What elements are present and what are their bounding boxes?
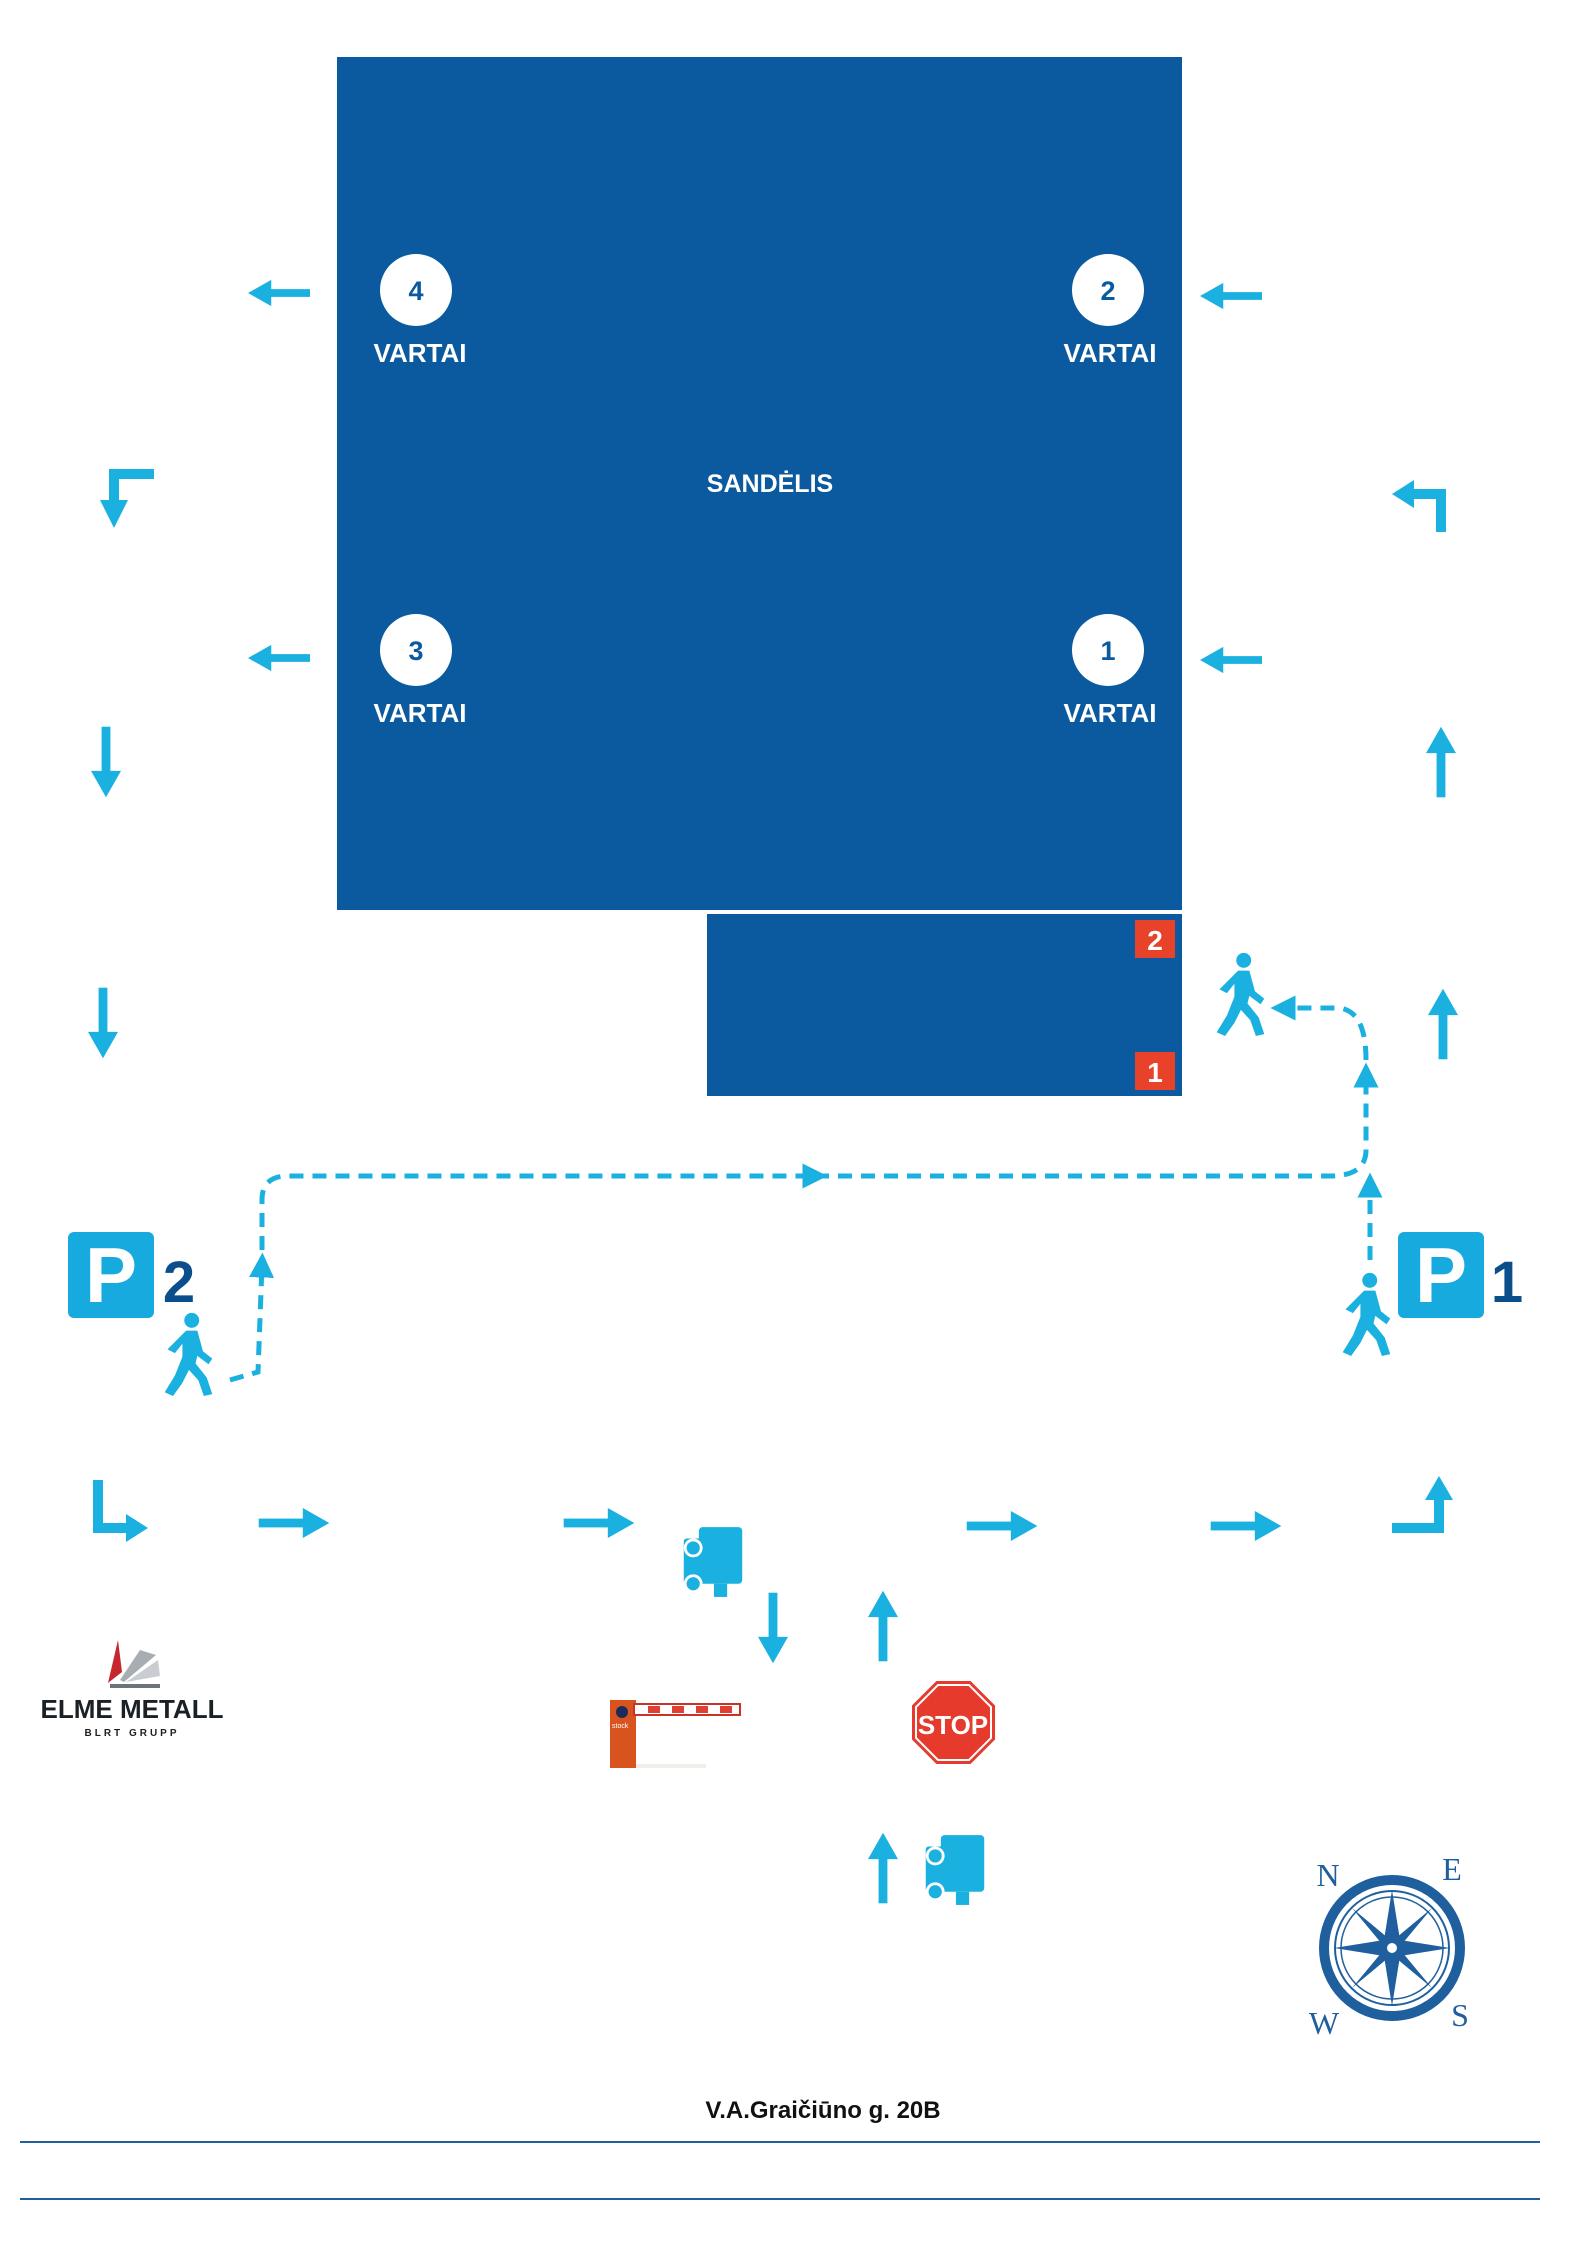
arrow-up-icon — [868, 1832, 898, 1904]
annex-marker-number: 1 — [1147, 1057, 1163, 1088]
warehouse-annex — [707, 914, 1182, 1096]
warehouse-label: SANDĖLIS — [707, 470, 833, 498]
compass-n: N — [1316, 1857, 1339, 1893]
barrier-label: stock — [612, 1723, 629, 1730]
pedestrian-icon — [164, 1312, 213, 1396]
compass-e: E — [1442, 1851, 1462, 1887]
logo-name: ELME METALL — [41, 1694, 224, 1724]
gate-label: VARTAI — [374, 698, 467, 728]
arrow-up-icon — [1426, 726, 1456, 798]
parking-number: 2 — [163, 1250, 195, 1315]
arrow-right-icon — [966, 1511, 1038, 1541]
gate-number: 4 — [408, 276, 423, 306]
compass-s: S — [1451, 1997, 1469, 2033]
stop-text: STOP — [918, 1710, 988, 1740]
parking-1: P 1 — [1398, 1231, 1523, 1319]
turn-arrow-icon — [1425, 1476, 1453, 1500]
arrow-right-icon — [563, 1508, 635, 1538]
arrow-left-icon — [1200, 646, 1262, 674]
right-route-arrows — [1392, 480, 1458, 1060]
pedestrian-path-top — [259, 1163, 828, 1250]
turn-arrow-icon — [1392, 480, 1414, 508]
turn-arrow-icon — [1410, 489, 1446, 532]
parking-symbol: P — [1415, 1231, 1467, 1319]
annex-marker-2: 2 — [1135, 920, 1175, 958]
arrow-up-icon — [868, 1590, 898, 1662]
gate-label: VARTAI — [1064, 698, 1157, 728]
pedestrian-path-end — [1270, 995, 1369, 1061]
compass-w: W — [1309, 2005, 1340, 2041]
parking-sign — [68, 1232, 154, 1318]
arrow-down-icon — [758, 1592, 788, 1664]
pedestrian-path-top-right — [815, 1062, 1379, 1179]
warehouse-building — [337, 57, 1182, 910]
stop-sign: STOP — [910, 1679, 997, 1766]
arrow-right-icon — [1210, 1511, 1282, 1541]
bottom-route-arrows — [93, 1476, 1453, 1904]
gate-label: VARTAI — [1064, 338, 1157, 368]
annex-marker-1: 1 — [1135, 1052, 1175, 1090]
elme-metall-logo: ELME METALL BLRT GRUPP — [41, 1640, 224, 1739]
turn-arrow-icon — [100, 500, 128, 528]
arrow-up-icon — [1428, 988, 1458, 1060]
truck-icon — [925, 1835, 985, 1905]
turn-arrow-icon — [93, 1480, 130, 1533]
compass-icon: N E W S — [1309, 1851, 1469, 2041]
address: V.A.Graičiūno g. 20B — [705, 2097, 940, 2124]
barrier-gate-icon: stock — [610, 1700, 741, 1768]
turn-arrow-icon — [1392, 1498, 1444, 1533]
turn-arrow-icon — [126, 1514, 148, 1542]
parking-sign — [1398, 1232, 1484, 1318]
arrow-left-icon — [1200, 282, 1262, 310]
arrow-down-icon — [88, 987, 118, 1059]
gate-circle — [380, 254, 452, 326]
pedestrian-path-left — [229, 1252, 275, 1383]
arrow-down-icon — [91, 726, 121, 798]
gate-number: 3 — [408, 636, 423, 666]
gate-2: 2 VARTAI — [1064, 254, 1157, 368]
gate-circle — [1072, 254, 1144, 326]
gate-circle — [380, 614, 452, 686]
gate-label: VARTAI — [374, 338, 467, 368]
truck-icon — [683, 1527, 743, 1597]
warehouse: SANDĖLIS — [337, 57, 1182, 1096]
gate-number: 1 — [1100, 636, 1115, 666]
gate-number: 2 — [1100, 276, 1115, 306]
gate-1: 1 VARTAI — [1064, 614, 1157, 728]
pedestrian-icon — [1342, 1272, 1391, 1356]
arrow-left-icon — [248, 644, 310, 672]
turn-arrow-icon — [109, 469, 154, 506]
arrow-right-icon — [258, 1508, 330, 1538]
arrow-left-icon — [248, 279, 310, 307]
gate-circle — [1072, 614, 1144, 686]
gate-3: 3 VARTAI — [374, 614, 467, 728]
parking-symbol: P — [85, 1231, 137, 1319]
gate-4: 4 VARTAI — [374, 254, 467, 368]
pedestrian-path — [229, 995, 1383, 1383]
left-route-arrows — [88, 469, 154, 1059]
annex-marker-number: 2 — [1147, 925, 1163, 956]
pedestrian-icon — [1216, 952, 1265, 1036]
logo-tagline: BLRT GRUPP — [85, 1728, 180, 1739]
parking-number: 1 — [1491, 1250, 1523, 1315]
parking-2: P 2 — [68, 1231, 195, 1319]
